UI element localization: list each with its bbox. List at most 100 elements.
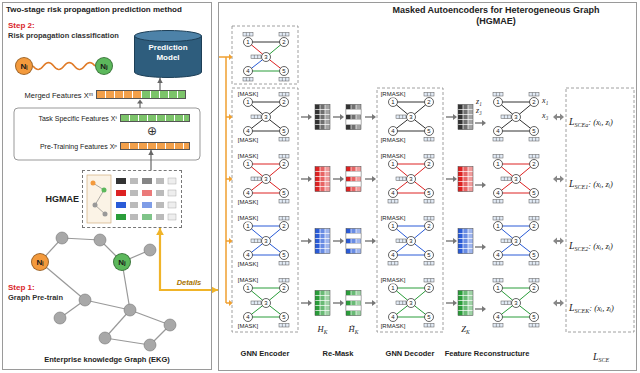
formula: ZK: [461, 318, 469, 336]
feature-bar: Pre-Training Features Xᵖ: [120, 142, 190, 150]
node-number: 4: [494, 189, 503, 198]
mask-token: [RMASK]: [380, 137, 407, 144]
node-number: 4: [244, 189, 253, 198]
entity-node: Nⱼ: [95, 57, 113, 75]
hgmae-thumbnail: [168, 202, 176, 208]
node-number: 5: [280, 67, 289, 76]
ekg-graph: [54, 232, 176, 351]
node-number: 5: [425, 251, 434, 260]
node-number: 4: [389, 251, 398, 260]
hgmae-thumbnail: [87, 175, 111, 223]
node-number: 4: [389, 127, 398, 136]
node-number: 1: [389, 98, 398, 107]
matrix-symbol: Z: [461, 324, 466, 334]
hgmae-thumbnail: [142, 178, 152, 184]
masked-autoencoder-rows: [553, 300, 564, 307]
loss-subscript: SCE2: [575, 246, 589, 252]
node-number: 1: [494, 284, 503, 293]
masked-autoencoder-rows: [475, 306, 486, 312]
node-number: 4: [389, 313, 398, 322]
loss-arguments: : (xᵢ, zᵢ): [589, 303, 614, 313]
node-number: 1: [389, 160, 398, 169]
masked-autoencoder-rows: [388, 93, 434, 142]
hgmae-thumbnail: [156, 202, 164, 208]
matrix-subscript: K: [324, 329, 328, 335]
connector: [157, 78, 163, 90]
loss-subscript: SCEa: [575, 122, 589, 128]
node-label: Nⱼ: [118, 258, 126, 267]
hgmae-thumbnail: [168, 214, 176, 220]
merge-symbol: ⊕: [147, 125, 157, 138]
ekg-graph: [56, 232, 68, 244]
hgmae-thumbnail: [168, 190, 176, 196]
ekg-graph: [94, 234, 106, 246]
masked-autoencoder-rows: [243, 33, 289, 82]
loss-subscript: SCE: [598, 357, 609, 363]
masked-autoencoder-rows: [388, 217, 434, 266]
masked-autoencoder-rows: [243, 33, 564, 328]
node-number: 5: [280, 313, 289, 322]
masked-autoencoder-rows: [333, 238, 344, 244]
masked-autoencoder-rows: [446, 176, 457, 182]
node-label: Nᵢ: [21, 62, 28, 71]
feature-frame: [137, 100, 143, 104]
ekg-graph: [105, 338, 150, 345]
node-number: 2: [530, 222, 539, 231]
node-number: 1: [244, 98, 253, 107]
ekg-graph: [40, 238, 170, 345]
node-number: 3: [407, 299, 416, 308]
node-number: 5: [425, 189, 434, 198]
cylinder-top: [135, 31, 202, 42]
formula: LSCEa: (xᵢ, zᵢ): [569, 111, 613, 129]
arrowhead: [148, 150, 154, 155]
matrix-subscript: K: [466, 329, 470, 335]
masked-autoencoder-rows: [333, 114, 344, 120]
step-heading: Step 1:: [8, 284, 35, 293]
masked-autoencoder-rows: [301, 238, 312, 244]
connector: [148, 150, 154, 170]
loss-arguments: : (xᵢ, zᵢ): [588, 179, 613, 189]
mask-token: [RMASK]: [380, 323, 407, 330]
node-number: 3: [262, 237, 271, 246]
arrowhead: [211, 286, 218, 294]
masked-autoencoder-rows: [388, 155, 434, 204]
step-heading: Step 2:: [8, 22, 35, 31]
input-feed: [219, 57, 230, 303]
database-cylinder: Prediction Model: [134, 30, 202, 78]
masked-autoencoder-rows: [446, 114, 457, 120]
node-number: 1: [244, 38, 253, 47]
node-number: 5: [280, 251, 289, 260]
hgmae-thumbnail: [91, 181, 96, 186]
node-number: 3: [512, 113, 521, 122]
ekg-graph: [54, 312, 66, 324]
node-number: 2: [280, 284, 289, 293]
masked-autoencoder-rows: [243, 279, 289, 328]
mask-token: [MASK]: [237, 276, 259, 283]
masked-autoencoder-rows: [475, 120, 486, 126]
hgmae-thumbnail: [142, 202, 152, 208]
masked-autoencoder-rows: [315, 105, 330, 130]
ekg-graph: [85, 300, 130, 310]
node-number: 1: [389, 284, 398, 293]
formula: LSCEK: (xᵢ, zᵢ): [569, 297, 614, 315]
node-number: 2: [280, 38, 289, 47]
column-label: GNN Decoder: [386, 350, 435, 358]
node-number: 1: [494, 160, 503, 169]
hgmae-thumbnail: [103, 212, 108, 217]
node-number: 2: [280, 222, 289, 231]
node-number: 5: [530, 313, 539, 322]
masked-autoencoder-rows: [315, 229, 330, 254]
formula: LSCE: [593, 346, 609, 364]
feature-label: Pre-Training Features Xᵖ: [40, 143, 117, 150]
node-number: 1: [244, 160, 253, 169]
masked-autoencoder-rows: [446, 238, 457, 244]
input-feed: [219, 54, 233, 306]
node-number: 2: [425, 284, 434, 293]
matrix-symbol: H: [318, 324, 324, 334]
node-number: 3: [512, 237, 521, 246]
panel-title: Masked Autoencoders for Heterogeneous Gr…: [380, 5, 612, 27]
step-caption: Graph Pre-train: [8, 294, 63, 302]
node-label: Nⱼ: [100, 62, 108, 71]
node-number: 3: [407, 175, 416, 184]
